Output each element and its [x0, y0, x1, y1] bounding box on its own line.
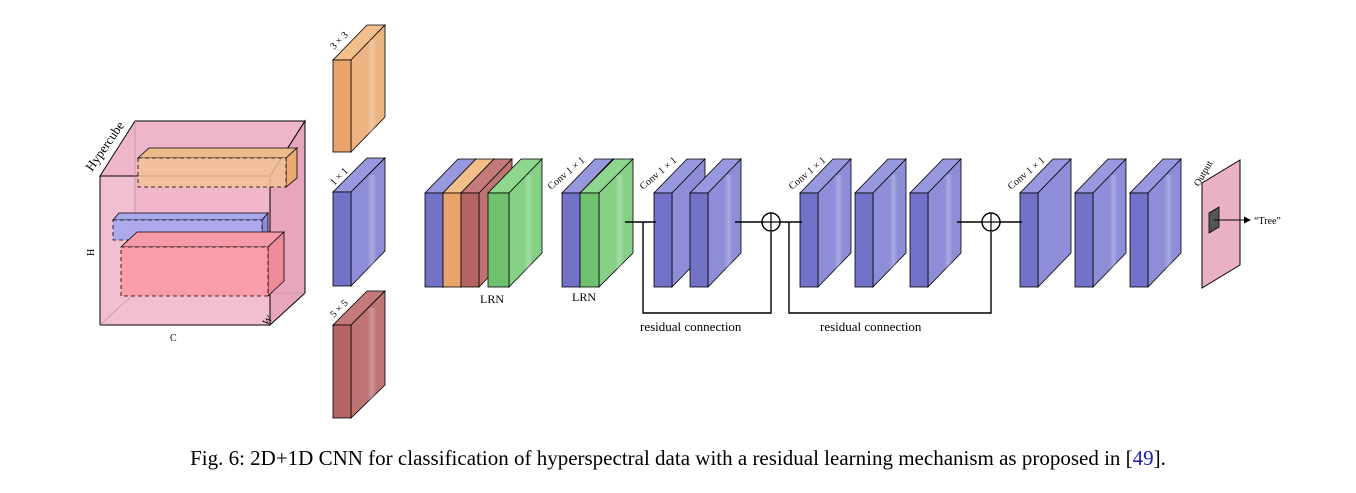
hypercube-channel-label: C — [170, 333, 177, 344]
hypercube-height-label: H — [86, 249, 97, 256]
caption-text: Fig. 6: 2D+1D CNN for classification of … — [190, 446, 1133, 470]
hypercube-slab-orange — [136, 147, 299, 188]
class-label: “Tree” — [1254, 216, 1281, 227]
adder-node-1 — [761, 212, 781, 232]
residual-label-1: residual connection — [640, 319, 742, 334]
lrn-label-2: LRN — [572, 290, 596, 304]
conv-lrn-block: Conv 1 × 1 LRN — [546, 155, 634, 304]
adder-node-2 — [981, 212, 1001, 232]
hypercube-slab-red — [119, 231, 286, 297]
output-arrow — [1214, 216, 1251, 224]
caption-tail: ]. — [1153, 446, 1166, 470]
residual-block-1: Conv 1 × 1 — [638, 155, 742, 288]
final-layer-c — [1129, 158, 1182, 288]
res2-layer-c — [909, 158, 962, 288]
cnn-architecture-diagram: Hypercube H C W 3 × 3 1 × 1 5 × 5 — [82, 24, 1281, 419]
caption-reference-link[interactable]: 49 — [1132, 446, 1154, 470]
figure-caption: Fig. 6: 2D+1D CNN for classification of … — [0, 446, 1356, 471]
kernel-3x3: 3 × 3 — [328, 24, 386, 153]
final-layer-a — [1019, 158, 1072, 288]
kernel-5x5: 5 × 5 — [328, 290, 386, 419]
residual-label-2: residual connection — [820, 319, 922, 334]
res1-layer-b — [689, 158, 742, 288]
res2-layer-a — [799, 158, 852, 288]
lrn-label-1: LRN — [480, 292, 504, 306]
final-layer-b — [1074, 158, 1127, 288]
conv-lrn-layer-green — [579, 158, 634, 288]
res2-layer-b — [854, 158, 907, 288]
hypercube: Hypercube H C W — [82, 118, 306, 344]
output-plane: Output — [1192, 159, 1241, 289]
connections — [625, 221, 1022, 314]
concat-layer-green — [487, 158, 543, 288]
residual-block-2: Conv 1 × 1 — [787, 155, 962, 288]
concat-block: LRN — [424, 158, 543, 306]
final-conv-block: Conv 1 × 1 — [1006, 155, 1182, 288]
kernel-1x1: 1 × 1 — [328, 157, 386, 287]
